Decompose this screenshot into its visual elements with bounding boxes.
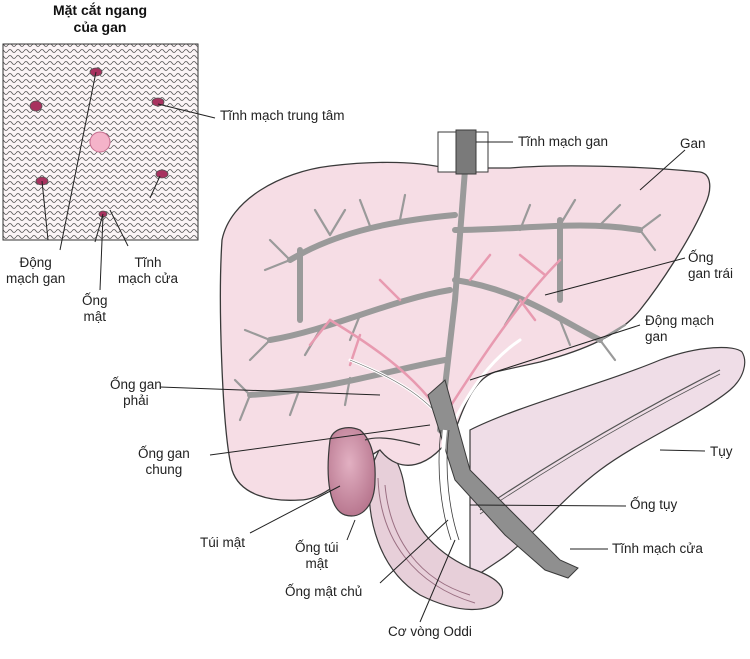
- label-cystic-duct-l2: mật: [305, 556, 329, 571]
- label-bile-duct-inset-l1: Ống: [82, 293, 108, 308]
- label-bile-duct-inset-l2: mật: [83, 309, 107, 324]
- label-common-hepatic-duct-l1: Ống gan: [138, 446, 190, 461]
- label-common-hepatic-duct-l2: chung: [145, 462, 183, 477]
- label-cystic-duct: Ống túi mật: [295, 540, 339, 572]
- inset-title-line2: của gan: [73, 19, 127, 35]
- label-pancreatic-duct: Ống tụy: [630, 497, 678, 512]
- inset-title-line1: Mặt cắt ngang: [52, 2, 148, 18]
- inferior-vena-cava: [437, 129, 489, 175]
- liver: [219, 161, 711, 501]
- pancreatic-duct: [479, 369, 721, 511]
- duodenum: [368, 447, 504, 611]
- label-hepatic-artery-inset-l1: Động: [19, 255, 52, 270]
- label-bile-duct-inset: Ống mật: [82, 293, 108, 325]
- label-hepatic-artery-inset: Động mạch gan: [6, 255, 65, 287]
- label-portal-vein-inset-l2: mạch cửa: [118, 271, 179, 286]
- label-sphincter-of-oddi: Cơ vòng Oddi: [388, 624, 472, 639]
- hepatic-veins: [247, 167, 643, 433]
- label-cystic-duct-l1: Ống túi: [295, 540, 339, 555]
- label-common-hepatic-duct: Ống gan chung: [138, 446, 190, 478]
- inset-title: Mặt cắt ngang của gan: [0, 2, 200, 36]
- hepatic-vein-twigs: [233, 193, 662, 422]
- gallbladder: [327, 427, 421, 517]
- label-liver: Gan: [680, 136, 706, 151]
- label-portal-vein: Tĩnh mạch cửa: [612, 541, 703, 556]
- label-portal-vein-inset: Tĩnh mạch cửa: [118, 255, 178, 287]
- label-right-hepatic-duct: Ống gan phải: [110, 377, 162, 409]
- common-bile-duct: [441, 429, 457, 541]
- leader-lines: [41, 71, 706, 623]
- label-hepatic-vein: Tĩnh mạch gan: [518, 134, 609, 149]
- portal-vein: [427, 379, 579, 579]
- central-vein-spot: [89, 131, 111, 153]
- label-pancreas: Tụy: [710, 444, 733, 459]
- label-right-hepatic-duct-l1: Ống gan: [110, 377, 162, 392]
- label-hepatic-artery: Động mạch gan: [645, 313, 714, 345]
- label-hepatic-artery-l1: Động mạch: [645, 313, 715, 328]
- liver-cross-section-inset: [2, 43, 199, 241]
- pancreas: [469, 346, 746, 582]
- label-left-hepatic-duct-l2: gan trái: [688, 266, 734, 281]
- label-hepatic-artery-l2: gan: [645, 329, 668, 344]
- label-hepatic-artery-inset-l2: mạch gan: [6, 271, 66, 286]
- label-common-bile-duct: Ống mật chủ: [285, 584, 363, 599]
- label-portal-vein-inset-l1: Tĩnh: [134, 255, 162, 270]
- label-right-hepatic-duct-l2: phải: [123, 393, 149, 408]
- label-gallbladder: Túi mật: [200, 535, 246, 550]
- label-left-hepatic-duct-l1: Ống: [688, 250, 714, 265]
- cystic-duct: [364, 437, 421, 446]
- label-central-vein: Tĩnh mạch trung tâm: [220, 108, 345, 123]
- label-left-hepatic-duct: Ống gan trái: [688, 250, 733, 282]
